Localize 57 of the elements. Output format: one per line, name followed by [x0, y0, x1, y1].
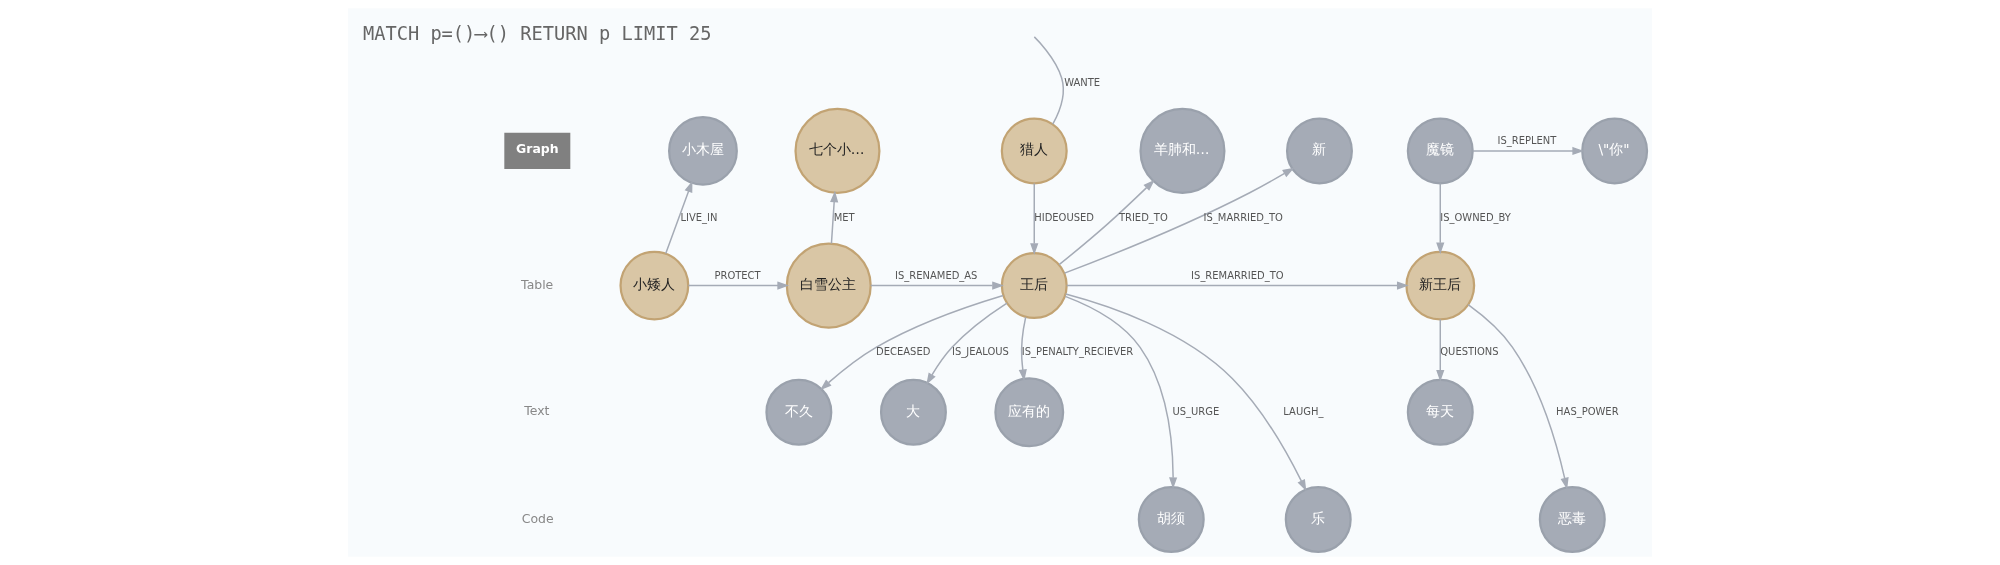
edge-label: QUESTIONS [1440, 346, 1499, 358]
node-circle: 魔镜 [1406, 117, 1474, 185]
arrow [1030, 182, 1039, 256]
arrow [830, 190, 839, 245]
edge-label: IS_REMARRIED_TO [1191, 269, 1284, 281]
arrow [1064, 293, 1307, 492]
node-circle: 胡须 [1137, 485, 1205, 553]
edge-label: MET [833, 211, 855, 223]
edge-label: IS_MARRIED_TO [1203, 211, 1283, 223]
node-circle: 大 [879, 378, 947, 446]
arrow [820, 294, 1004, 391]
node-circle: 新王后 [1405, 250, 1476, 321]
edge-label: IS_PENALTY_RECIEVER [1021, 346, 1134, 358]
label: Graph [516, 141, 559, 157]
node-circle: 猎人 [1000, 117, 1068, 185]
edge-label: IS_RENAMED_AS [895, 269, 978, 281]
connector [1033, 36, 1065, 125]
edge-label: IS_OWNED_BY [1440, 211, 1511, 223]
node-circle: 白雪公主 [785, 242, 872, 329]
node-circle: 七个小… [794, 107, 881, 194]
edge-label: LAUGH_ [1283, 405, 1324, 417]
node-circle: 王后 [1000, 252, 1068, 320]
edge-label: HIDEOUSED [1034, 211, 1095, 223]
arrow [1066, 281, 1409, 290]
arrow [665, 180, 693, 255]
edge-label: WANTE [1064, 76, 1101, 88]
arrow [926, 302, 1008, 385]
node-circle: 小木屋 [668, 115, 738, 186]
arrow [1436, 182, 1445, 255]
label: Text [524, 403, 550, 419]
node-circle: 恶毒 [1538, 485, 1606, 553]
edge-label: US_URGE [1172, 405, 1220, 417]
node-circle: 每天 [1406, 378, 1474, 446]
edge-label: HAS_POWER [1556, 405, 1619, 417]
label: Table [521, 276, 554, 292]
edge-label: IS_REPLENT [1497, 134, 1557, 146]
arrow [1436, 318, 1445, 382]
edge-label: TRIED_TO [1118, 211, 1168, 223]
node-circle: 应有的 [994, 377, 1065, 448]
edge-label: DECEASED [876, 346, 931, 358]
edge-label: IS_JEALOUS [952, 346, 1009, 358]
node-circle: 新 [1285, 117, 1353, 185]
edge-label: LIVE_IN [680, 211, 718, 223]
label: Code [521, 510, 554, 526]
arrow [1018, 316, 1027, 382]
arrow [687, 281, 790, 290]
arrow [1058, 179, 1155, 266]
arrow [870, 281, 1004, 290]
node-circle: 小矮人 [619, 250, 690, 321]
arrow [1064, 295, 1178, 490]
label: MATCH p=()⟶() RETURN p LIMIT 25 [362, 22, 712, 44]
node-circle: 乐 [1284, 485, 1352, 553]
arrow [1471, 146, 1585, 155]
node-circle: \"你" [1581, 117, 1649, 185]
arrow [1063, 167, 1295, 274]
edge-label: PROTECT [714, 269, 761, 281]
arrow [1467, 303, 1569, 490]
